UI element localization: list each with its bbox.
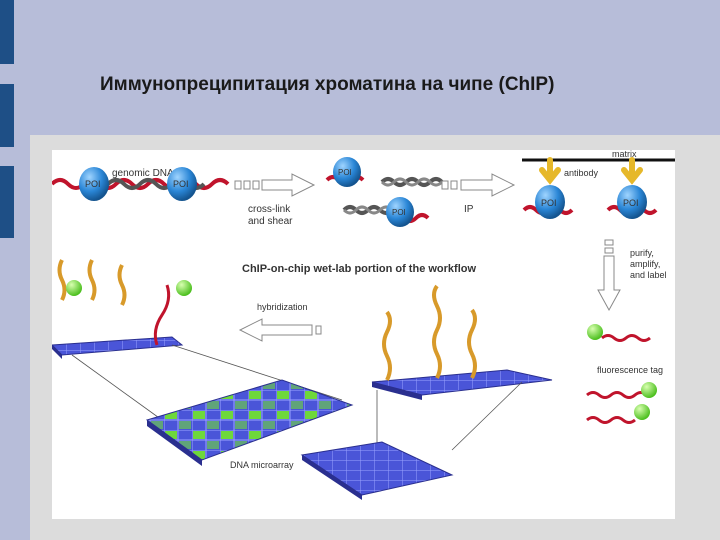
antibody-2 xyxy=(621,157,643,185)
poi-label-4: POI xyxy=(392,208,406,217)
purify-label: purify, xyxy=(630,248,654,258)
poi-label-6: POI xyxy=(623,198,639,208)
poi-label-5: POI xyxy=(541,198,557,208)
microarray-large xyxy=(71,344,354,466)
protein-poi-4 xyxy=(386,197,414,227)
protein-poi-6 xyxy=(617,185,647,219)
ip-label: IP xyxy=(464,204,474,215)
antibody-label: antibody xyxy=(564,168,599,178)
labeled-fragments: fluorescence tag xyxy=(586,324,663,424)
arrow-purify: purify, amplify, and label xyxy=(597,239,667,312)
genomic-dna-stage: genomic DNA POI POI xyxy=(52,167,230,201)
matrix-label: matrix xyxy=(612,150,637,159)
protein-poi-5 xyxy=(535,185,565,219)
poi-label-3: POI xyxy=(338,168,352,177)
chip-workflow-figure: genomic DNA POI POI cross-link and shear… xyxy=(52,150,675,519)
right-chip-probes xyxy=(371,284,553,400)
left-accent-bar-2 xyxy=(0,84,14,147)
slide-title: Иммунопреципитация хроматина на чипе (Ch… xyxy=(100,74,555,95)
antibody-1 xyxy=(539,157,561,185)
left-chip-probes xyxy=(52,259,192,359)
protein-poi-3 xyxy=(333,157,361,187)
crosslink-label-2: and shear xyxy=(248,216,293,227)
workflow-diagram: genomic DNA POI POI cross-link and shear… xyxy=(52,150,675,500)
and-label-label: and label xyxy=(630,270,667,280)
fluorescence-tag-label: fluorescence tag xyxy=(597,365,663,375)
left-accent-bar-1 xyxy=(0,0,14,64)
sheared-fragments-stage: POI POI xyxy=(325,157,444,227)
dna-microarray-label: DNA microarray xyxy=(230,460,294,470)
matrix-antibody-stage: matrix antibody POI POI xyxy=(522,150,675,219)
arrow-hybridization: hybridization xyxy=(238,302,322,342)
poi-label-1: POI xyxy=(85,179,101,189)
left-accent-bar-3 xyxy=(0,166,14,238)
protein-poi-2 xyxy=(167,167,197,201)
arrow-ip: IP xyxy=(441,173,516,215)
microarray-small: DNA microarray xyxy=(230,381,523,500)
protein-poi-1 xyxy=(79,167,109,201)
crosslink-label-1: cross-link xyxy=(248,204,291,215)
workflow-title: ChIP-on-chip wet-lab portion of the work… xyxy=(242,263,476,275)
genomic-dna-label: genomic DNA xyxy=(112,168,174,179)
amplify-label: amplify, xyxy=(630,259,660,269)
hybridization-label: hybridization xyxy=(257,302,308,312)
poi-label-2: POI xyxy=(173,179,189,189)
arrow-crosslink: cross-link and shear xyxy=(234,173,316,227)
